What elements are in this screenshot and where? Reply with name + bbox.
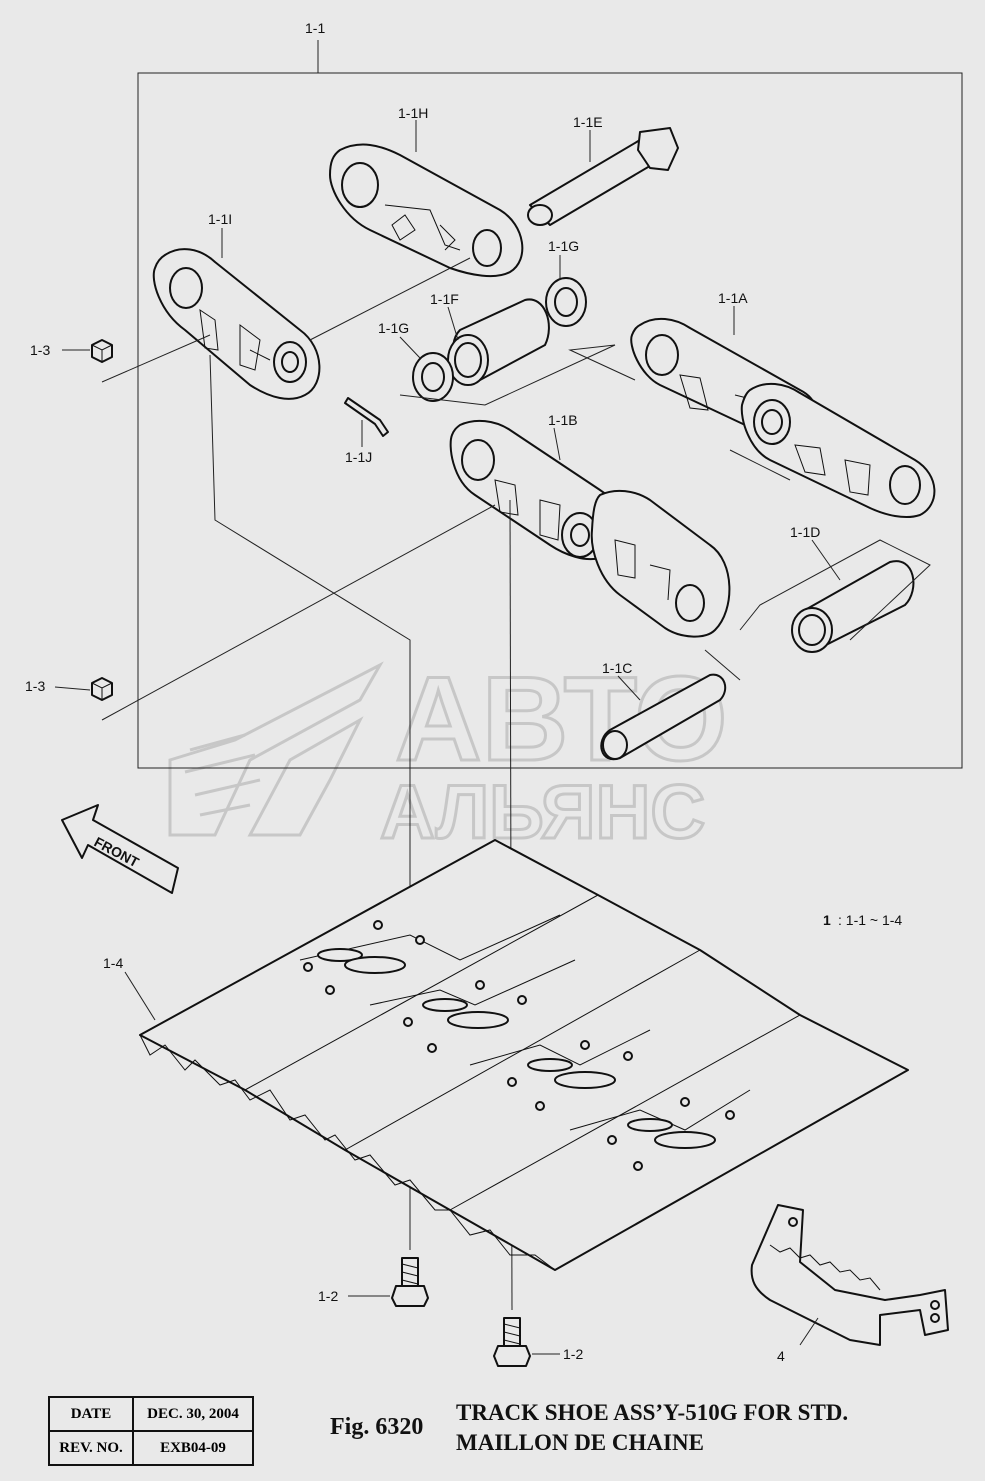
label-1-1g-top: 1-1G	[548, 238, 579, 254]
watermark-line2: АЛЬЯНС	[380, 770, 705, 855]
nut-1-3-top	[91, 339, 113, 363]
front-arrow: FRONT	[61, 804, 179, 894]
label-1-1d: 1-1D	[790, 524, 820, 540]
figure-number: Fig. 6320	[330, 1414, 424, 1440]
bushing-1-1d	[791, 560, 915, 653]
label-1-4: 1-4	[103, 955, 123, 971]
revision-info-table: DATE DEC. 30, 2004 REV. NO. EXB04-09	[48, 1396, 254, 1466]
label-1-1: 1-1	[305, 20, 325, 36]
label-1-1g-left: 1-1G	[378, 320, 409, 336]
guard-bracket-4	[750, 1204, 949, 1346]
ring-1-1g-left	[412, 352, 454, 402]
date-value: DEC. 30, 2004	[132, 1396, 254, 1432]
label-1-2-right: 1-2	[563, 1346, 583, 1362]
bushing-1-1f	[447, 298, 550, 386]
label-1-1b: 1-1B	[548, 412, 578, 428]
bolt-1-2-right	[493, 1317, 531, 1367]
pin-1-1j	[344, 397, 389, 437]
date-label: DATE	[48, 1396, 134, 1432]
label-1-1f: 1-1F	[430, 291, 459, 307]
label-1-3-bottom: 1-3	[25, 678, 45, 694]
label-1-1j: 1-1J	[345, 449, 372, 465]
figure-title-fr: MAILLON DE CHAINE	[456, 1430, 704, 1455]
pin-1-1e	[527, 127, 679, 226]
figure-title-en: TRACK SHOE ASS’Y-510G FOR STD.	[456, 1400, 849, 1425]
kit-note-number: 1	[823, 912, 831, 928]
watermark-logo: АВТО АЛЬЯНС	[168, 651, 729, 857]
nut-1-3-bottom	[91, 677, 113, 701]
label-1-1i: 1-1I	[208, 211, 232, 227]
label-1-1c: 1-1C	[602, 660, 632, 676]
label-1-3-top: 1-3	[30, 342, 50, 358]
revision-value: EXB04-09	[132, 1430, 254, 1466]
link-1-1h	[329, 143, 524, 278]
track-shoe-plates	[139, 839, 909, 1271]
label-1-2-left: 1-2	[318, 1288, 338, 1304]
link-1-1a	[630, 317, 936, 518]
label-1-1e: 1-1E	[573, 114, 603, 130]
bolt-1-2-left	[391, 1257, 429, 1307]
label-1-1a: 1-1A	[718, 290, 748, 306]
kit-note-range: : 1-1 ~ 1-4	[838, 912, 902, 928]
link-1-1b	[449, 419, 731, 638]
label-4: 4	[777, 1348, 785, 1364]
link-1-1i	[152, 248, 321, 400]
revision-label: REV. NO.	[48, 1430, 134, 1466]
pin-1-1c	[600, 673, 727, 761]
label-1-1h: 1-1H	[398, 105, 428, 121]
ring-1-1g-top	[545, 277, 587, 327]
assembly-box	[137, 72, 963, 769]
figure-title: TRACK SHOE ASS’Y-510G FOR STD. MAILLON D…	[456, 1398, 848, 1458]
